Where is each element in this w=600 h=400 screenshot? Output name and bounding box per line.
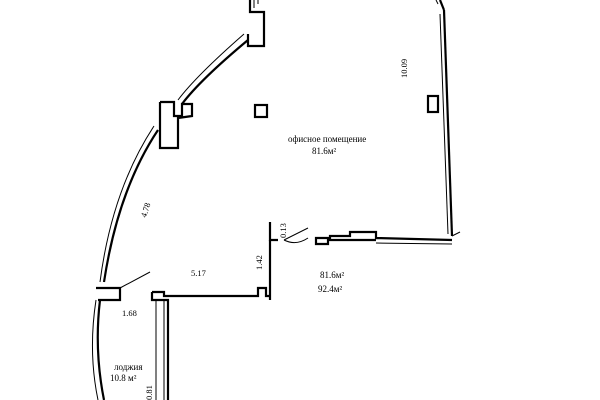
- office-area-label: 81.6м²: [312, 146, 336, 156]
- top-column: [246, 0, 266, 48]
- door-opening: [268, 222, 309, 244]
- loggia-area-label: 10.8 м²: [110, 373, 137, 383]
- left-column: [158, 100, 194, 150]
- south-wall: [314, 230, 453, 246]
- dim-partition-height: 1.42: [254, 255, 264, 270]
- loggia-wall: [96, 240, 272, 400]
- curved-wall: [91, 33, 249, 400]
- center-column: [253, 103, 269, 119]
- dim-loggia-bottom: 0.81: [144, 385, 154, 400]
- office-name-label: офисное помещение: [288, 134, 366, 144]
- dim-loggia-width: 1.68: [122, 308, 137, 318]
- dim-bottom-wall: 5.17: [191, 268, 206, 278]
- loggia-name-label: лоджия: [114, 362, 143, 372]
- right-column: [426, 94, 440, 114]
- total-area-label-1: 81.6м²: [320, 270, 344, 280]
- total-area-label-2: 92.4м²: [318, 284, 342, 294]
- dim-right-wall: 10.09: [399, 59, 409, 78]
- dim-partition-top: 0.13: [278, 223, 288, 238]
- right-wall: [435, 0, 461, 237]
- dim-curved-wall: 4.78: [138, 201, 152, 218]
